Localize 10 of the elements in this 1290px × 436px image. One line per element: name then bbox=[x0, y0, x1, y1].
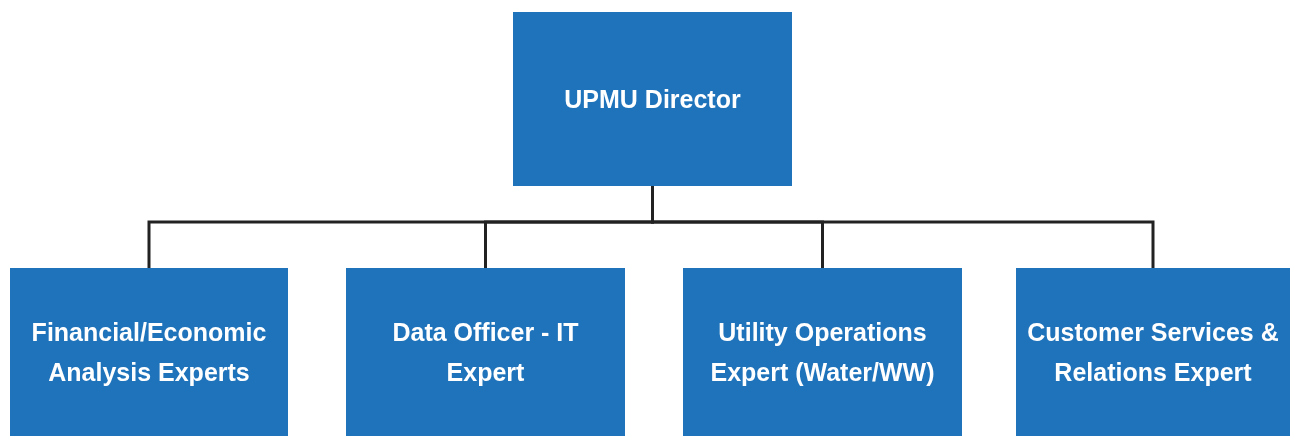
org-box bbox=[346, 268, 625, 436]
org-box bbox=[683, 268, 962, 436]
role-title: Utility Operations Expert (Water/WW) bbox=[709, 317, 936, 388]
org-box bbox=[10, 268, 288, 436]
org-box bbox=[513, 12, 792, 186]
role-title: Customer Services & Relations Expert bbox=[1026, 317, 1280, 388]
org-box bbox=[1016, 268, 1290, 436]
role-title: Financial/Economic Analysis Experts bbox=[30, 317, 268, 388]
role-title: Data Officer - IT Expert bbox=[391, 317, 580, 388]
role-title: UPMU Director bbox=[564, 84, 741, 115]
